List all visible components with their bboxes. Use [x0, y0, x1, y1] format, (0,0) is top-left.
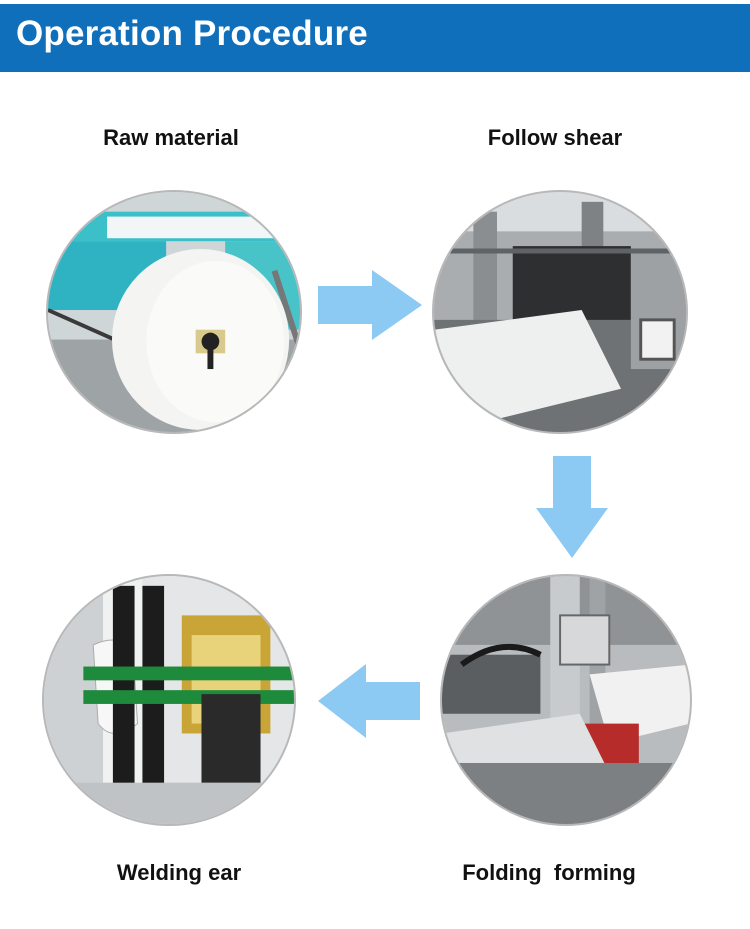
step-label-raw-material: Raw material [103, 125, 239, 150]
step-label-follow-shear: Follow shear [487, 125, 623, 150]
step-label-folding-forming: Folding forming [462, 860, 636, 885]
follow-shear-photo [432, 190, 688, 434]
page-title: Operation Procedure [16, 14, 368, 53]
arrow-right-icon [318, 270, 422, 340]
welding-ear-photo [42, 574, 296, 826]
arrow-down-icon [536, 456, 608, 558]
raw-material-photo [46, 190, 302, 434]
header-banner: Operation Procedure [0, 4, 750, 72]
folding-forming-photo [440, 574, 692, 826]
step-label-welding-ear: Welding ear [116, 860, 242, 885]
arrow-left-icon [318, 664, 420, 738]
